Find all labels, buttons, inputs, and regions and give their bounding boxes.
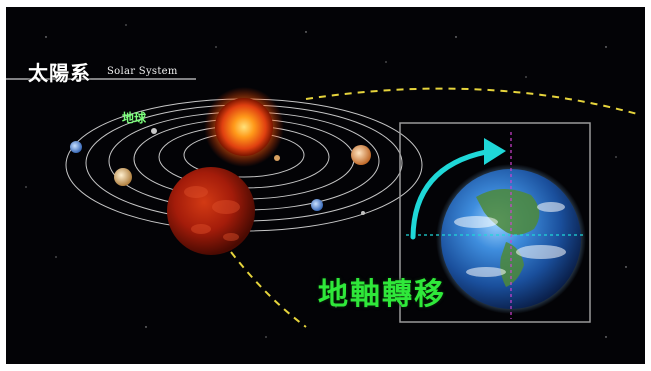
- planet-blue-left: [70, 141, 82, 153]
- dashed-orbit-path: [305, 87, 642, 116]
- rotation-arrowhead: [484, 138, 506, 165]
- planet-small-upper: [151, 128, 157, 134]
- planet-tan-left: [114, 168, 132, 186]
- planet-blue-right: [311, 199, 323, 211]
- earth-highlight-box: [399, 122, 591, 323]
- earth-small-label: 地球: [122, 111, 147, 125]
- red-planet-texture: [184, 186, 240, 241]
- red-giant-planet-icon: [167, 167, 255, 255]
- planet-small-center: [274, 155, 280, 161]
- axis-rotation-label: 地軸轉移: [318, 277, 446, 312]
- dashed-orbit-path-lower: [230, 251, 307, 328]
- title-main: 太陽系: [28, 61, 91, 85]
- solar-system-scene: 太陽系 Solar System 地球 地軸轉移: [6, 7, 645, 364]
- rotation-arrow-icon: [410, 149, 489, 240]
- planet-small-right: [361, 211, 365, 215]
- earth-clouds: [454, 202, 566, 277]
- planet-orange-right: [351, 145, 371, 165]
- sun-icon: [215, 98, 273, 156]
- scene-graphics: [6, 24, 642, 338]
- starfield: [25, 24, 627, 338]
- title-sub: Solar System: [107, 66, 178, 77]
